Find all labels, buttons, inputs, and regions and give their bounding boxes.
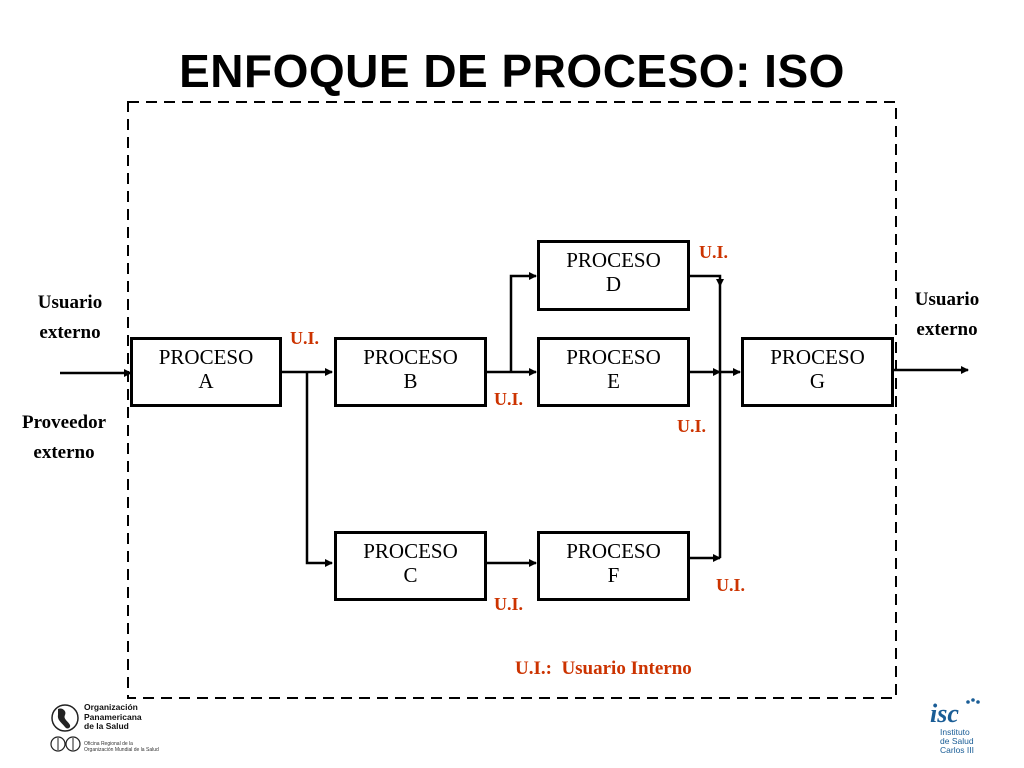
process-c-box: PROCESO C (334, 531, 487, 601)
ops-logo: Organización Panamericana de la Salud Of… (48, 702, 188, 755)
ui-label-e: U.I. (677, 416, 707, 436)
ui-label-a-b: U.I. (290, 328, 320, 348)
ops-subtitle: Oficina Regional de la Organización Mund… (84, 741, 159, 753)
arrow-d-out (690, 274, 724, 287)
ops-name: Organización Panamericana de la Salud (84, 702, 142, 731)
label-usuario-externo-right: Usuario externo (914, 289, 980, 340)
isciii-logo: isc Instituto de Salud Carlos III (928, 697, 984, 763)
ui-label-f: U.I. (716, 575, 746, 595)
isciii-emblem-icon: isc (930, 698, 980, 727)
process-b-box: PROCESO B (334, 337, 487, 407)
process-a-box: PROCESO A (130, 337, 282, 407)
process-g-box: PROCESO G (741, 337, 894, 407)
process-e-box: PROCESO E (537, 337, 690, 407)
process-f-box: PROCESO F (537, 531, 690, 601)
system-boundary (127, 101, 897, 699)
arrow-b-to-d (509, 272, 537, 372)
label-usuario-externo-left: Usuario externo (37, 292, 103, 343)
label-proveedor-externo: Proveedor externo (21, 412, 107, 463)
ui-label-b-e: U.I. (494, 389, 524, 409)
isciii-name: Instituto de Salud Carlos III (940, 727, 975, 755)
arrow-a-to-c (305, 372, 333, 567)
ui-label-c-f: U.I. (494, 594, 524, 614)
legend-ui: U.I.: Usuario Interno (515, 658, 692, 679)
svg-text:isc: isc (930, 699, 959, 727)
page-title: ENFOQUE DE PROCESO: ISO (179, 45, 845, 97)
process-d-box: PROCESO D (537, 240, 690, 311)
ui-label-d: U.I. (699, 242, 729, 262)
ops-emblem-icon (50, 704, 81, 752)
